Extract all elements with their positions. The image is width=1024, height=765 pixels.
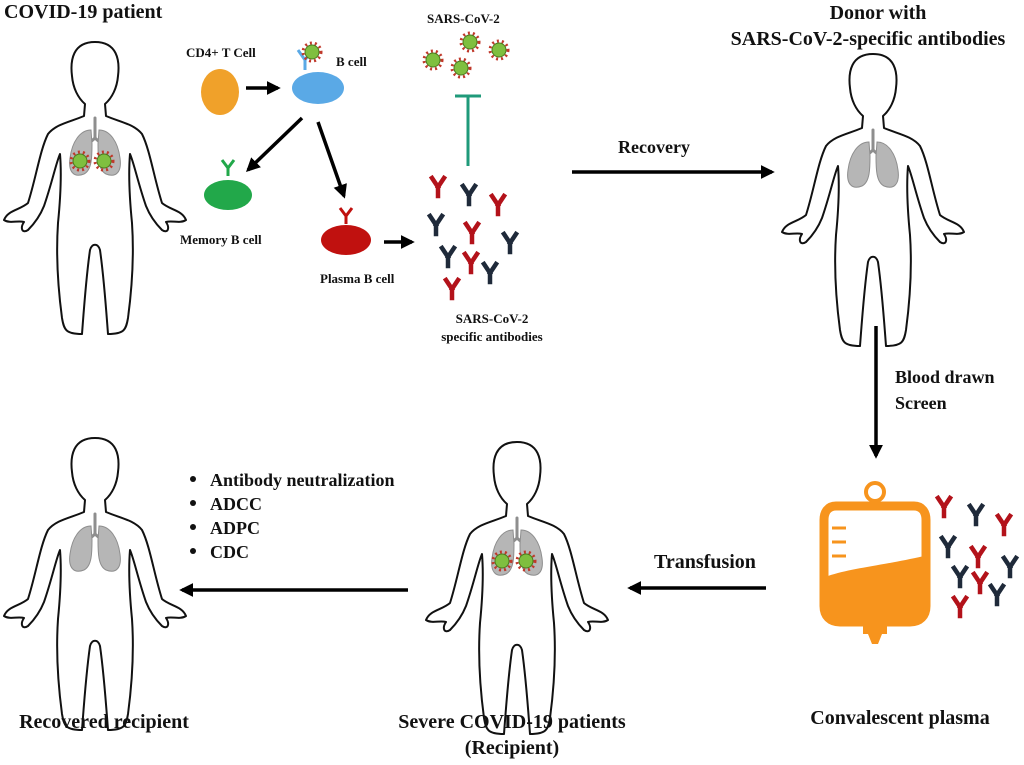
arrow-bcell-to-plasma — [316, 121, 347, 199]
mechanism-item: CDC — [210, 542, 249, 562]
mechanism-item: ADPC — [210, 518, 260, 538]
donor-label-2: SARS-CoV-2-specific antibodies — [731, 28, 1006, 50]
b-cell-icon — [292, 41, 344, 104]
specific-antibodies-label-1: SARS-CoV-2 — [456, 311, 529, 326]
plasma-b-cell-label: Plasma B cell — [320, 271, 395, 286]
donor-label-1: Donor with — [830, 2, 927, 24]
severe-recipient-body-icon — [424, 440, 610, 736]
plasma-b-cell-icon — [321, 207, 371, 255]
mechanism-item: ADCC — [210, 494, 262, 514]
virus-label: SARS-CoV-2 — [427, 11, 500, 26]
screen-label: Screen — [895, 393, 947, 413]
plasma-antibodies-icon — [938, 498, 1016, 616]
covid-patient-title: COVID-19 patient — [4, 1, 163, 23]
b-cell-label: B cell — [336, 54, 367, 69]
convalescent-plasma-label: Convalescent plasma — [810, 707, 989, 729]
severe-patients-label-1: Severe COVID-19 patients — [398, 711, 626, 733]
memory-b-cell-icon — [204, 159, 252, 210]
arrow-bcell-to-memory — [245, 116, 304, 172]
recovered-recipient-body-icon — [2, 436, 188, 732]
recovered-recipient-label: Recovered recipient — [19, 711, 189, 733]
memory-b-cell-label: Memory B cell — [180, 232, 262, 247]
virus-icon — [422, 31, 510, 79]
mechanism-item: Antibody neutralization — [210, 470, 395, 490]
specific-antibodies-label-2: specific antibodies — [441, 329, 542, 344]
inhibition-bar-icon — [455, 94, 481, 166]
cd4-t-cell-label: CD4+ T Cell — [186, 45, 256, 60]
recovery-label: Recovery — [618, 137, 690, 157]
mechanism-list: Antibody neutralization ADCC ADPC CDC — [190, 470, 395, 562]
covid-patient-body-icon — [2, 40, 188, 336]
transfusion-label: Transfusion — [654, 551, 756, 573]
antibody-cluster-icon — [430, 178, 516, 298]
blood-drawn-label: Blood drawn — [895, 367, 995, 387]
blood-bag-icon — [819, 481, 931, 644]
donor-body-icon — [780, 52, 966, 348]
severe-patients-label-2: (Recipient) — [465, 737, 559, 759]
cd4-t-cell-icon — [201, 69, 239, 115]
